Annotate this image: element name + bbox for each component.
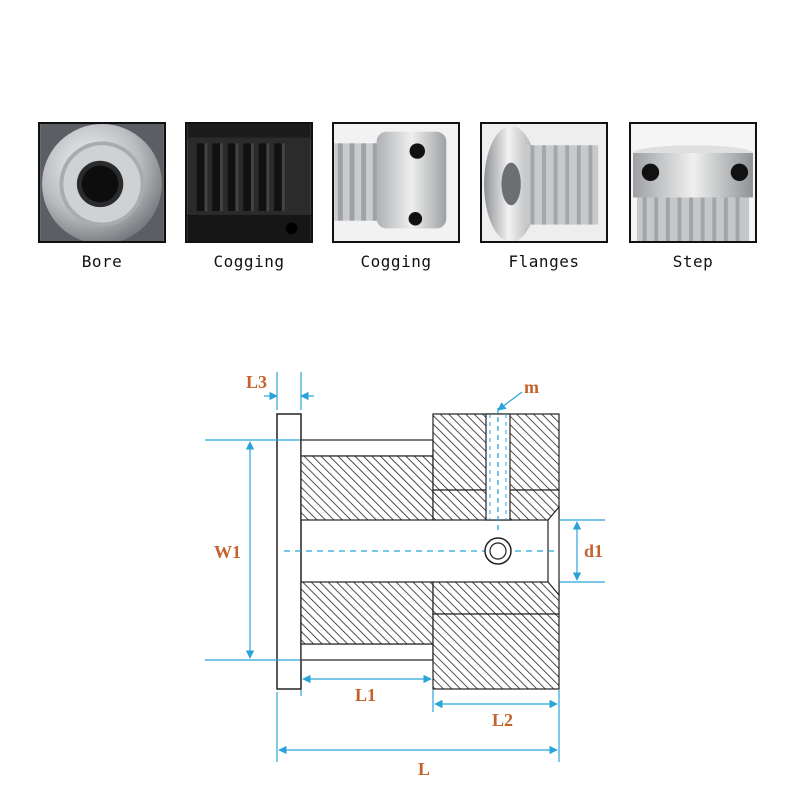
flange-photo-icon (482, 124, 606, 241)
gear-screw-photo-icon (334, 124, 458, 241)
thumb-cogging-screw (332, 122, 460, 243)
caption-flanges: Flanges (508, 252, 580, 271)
label-m: m (524, 377, 539, 397)
thumb-bore (38, 122, 166, 243)
cog-upper-section (300, 455, 434, 521)
caption-bore: Bore (81, 252, 123, 271)
label-L2: L2 (492, 710, 513, 730)
label-L: L (418, 759, 430, 779)
thumb-step (629, 122, 757, 243)
label-L1: L1 (355, 685, 376, 705)
label-d1: d1 (584, 541, 603, 561)
thumb-cogging-black (185, 122, 313, 243)
dimension-lines (205, 372, 605, 762)
caption-step: Step (672, 252, 714, 271)
thumb-flanges (480, 122, 608, 243)
caption-cogging-1: Cogging (213, 252, 285, 271)
black-gear-photo-icon (187, 124, 311, 241)
cog-lower-section (300, 581, 434, 645)
cog-bottom-outline (300, 643, 434, 661)
hub-lower-inner (432, 581, 560, 615)
label-L3: L3 (246, 372, 267, 392)
pulley-cross-section-diagram: L3 m W1 d1 L1 L2 L (205, 372, 605, 779)
step-hub-photo-icon (631, 124, 755, 241)
cross-hole (484, 537, 512, 565)
caption-cogging-2: Cogging (360, 252, 432, 271)
hub-lower-section (432, 613, 560, 690)
label-W1: W1 (214, 542, 241, 562)
bore-photo-icon (40, 124, 164, 241)
cog-top-outline (300, 439, 434, 457)
